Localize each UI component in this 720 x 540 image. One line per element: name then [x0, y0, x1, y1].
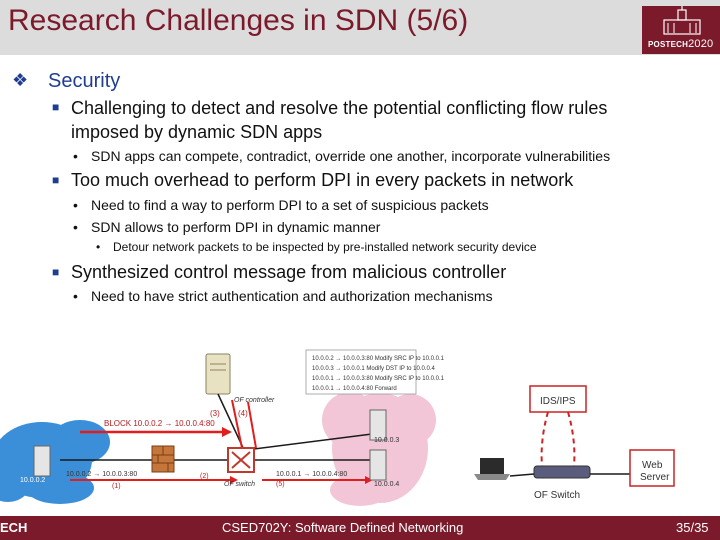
dot-bullet-icon: •: [96, 240, 101, 254]
diamond-bullet-icon: ❖: [12, 70, 29, 90]
flow-rule-2: 10.0.0.3 → 10.0.0.1 Modify DST IP to 10.…: [312, 366, 436, 372]
server-top-ip: 10.0.0.3: [374, 437, 399, 444]
controller-label: OF controller: [234, 397, 275, 404]
step-1-label: (1): [112, 483, 121, 490]
dot-bullet-icon: •: [73, 288, 78, 304]
footer-course: CSED702Y: Software Defined Networking: [222, 520, 464, 535]
sub-item-sdn-apps: SDN apps can compete, contradict, overri…: [91, 148, 611, 164]
subsub-item-detour: Detour network packets to be inspected b…: [113, 240, 537, 254]
flow-5-label: 10.0.0.1 → 10.0.0.4:80: [276, 471, 347, 478]
dot-bullet-icon: •: [73, 148, 78, 164]
dot-bullet-icon: •: [73, 197, 78, 213]
web-server-label-line2: Server: [640, 472, 670, 483]
logo-building-icon: [663, 6, 701, 35]
footer-page-number: 35/35: [676, 520, 709, 535]
flow-rules-box: [305, 349, 417, 395]
logo-year: 2020: [688, 38, 714, 50]
slide-title: Research Challenges in SDN (5/6): [8, 4, 469, 37]
controller-server-icon: [205, 353, 231, 395]
switch-label: OF switch: [224, 481, 255, 488]
flow-1-label: 10.0.0.2 → 10.0.0.3:80: [66, 471, 137, 478]
sub-item-dpi-dynamic: SDN allows to perform DPI in dynamic man…: [91, 219, 381, 235]
footer-bar: ECH CSED702Y: Software Defined Networkin…: [0, 516, 720, 540]
item-dpi-overhead: Too much overhead to perform DPI in ever…: [71, 170, 574, 190]
flow-rule-4: 10.0.0.1 → 10.0.0.4:80 Forward: [312, 386, 397, 392]
step-4-label: (4): [238, 409, 248, 418]
item-conflicting-rules-line2: imposed by dynamic SDN apps: [71, 122, 323, 142]
host-ip-label: 10.0.0.2: [20, 477, 45, 484]
footer-institution: ECH: [0, 520, 28, 535]
server-bottom-icon: [369, 449, 387, 481]
logo-text: POSTECH2020: [648, 38, 713, 50]
square-bullet-icon: ■: [52, 173, 60, 187]
flow-rule-1: 10.0.0.2 → 10.0.0.3:80 Modify SRC IP to …: [312, 356, 445, 362]
item-conflicting-rules-line1: Challenging to detect and resolve the po…: [71, 98, 608, 118]
flow-rule-3: 10.0.0.1 → 10.0.0.3:80 Modify SRC IP to …: [312, 376, 445, 382]
web-server-box: [629, 449, 675, 487]
block-rule-label: BLOCK 10.0.0.2 → 10.0.0.4:80: [104, 419, 215, 428]
dot-bullet-icon: •: [73, 219, 78, 235]
step-5-label: (5): [276, 481, 285, 488]
server-bottom-ip: 10.0.0.4: [374, 481, 399, 488]
logo-brand: POSTECH: [648, 40, 689, 49]
item-malicious-controller: Synthesized control message from malicio…: [71, 262, 507, 282]
ids-ips-box: [529, 385, 587, 413]
sub-item-dpi-suspicious: Need to find a way to perform DPI to a s…: [91, 197, 489, 213]
of-switch-device-icon: [533, 465, 591, 479]
web-server-label-line1: Web: [642, 460, 663, 471]
sub-item-authentication: Need to have strict authentication and a…: [91, 288, 493, 304]
square-bullet-icon: ■: [52, 100, 60, 114]
square-bullet-icon: ■: [52, 265, 60, 279]
step-3-label: (3): [210, 409, 220, 418]
step-2-label: (2): [200, 473, 209, 480]
title-bar: Research Challenges in SDN (5/6) POSTECH…: [0, 0, 720, 55]
dpi-detour-diagram: IDS/IPS Web Server OF Switch: [474, 385, 675, 501]
of-switch-label: OF Switch: [534, 490, 580, 501]
ids-ips-label: IDS/IPS: [540, 396, 576, 407]
postech-logo: POSTECH2020: [642, 6, 720, 54]
laptop-icon: [480, 458, 504, 474]
host-icon: [33, 445, 51, 477]
section-heading: Security: [48, 70, 121, 92]
sdn-attack-diagram: 10.0.0.2 → 10.0.0.3:80 Modify SRC IP to …: [0, 349, 445, 506]
server-top-icon: [369, 409, 387, 441]
